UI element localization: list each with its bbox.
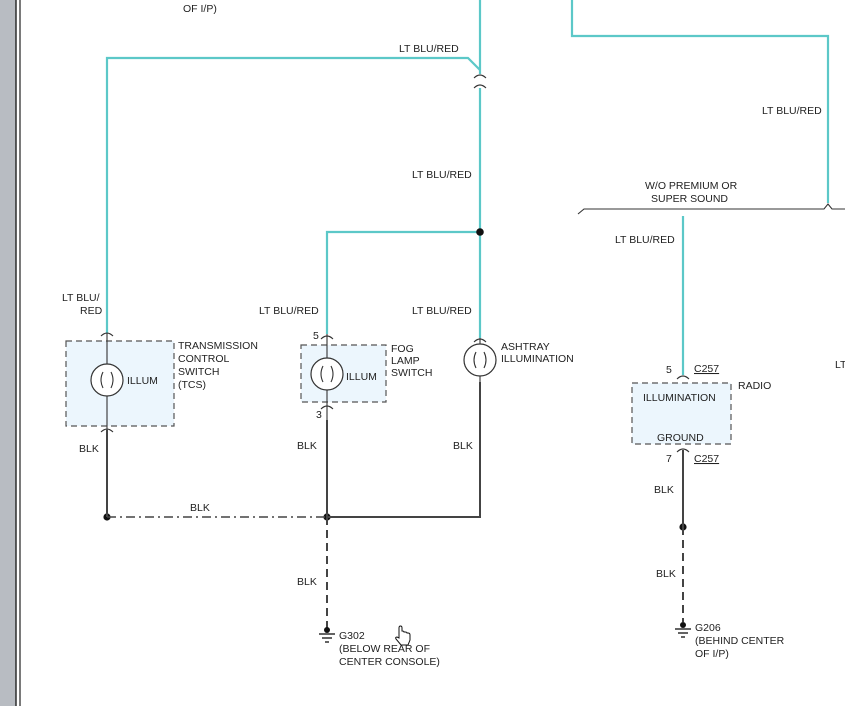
- radio-title: RADIO: [738, 380, 771, 392]
- radio-connector-top-id: C257: [694, 363, 719, 375]
- tcs-illum-label: ILLUM: [127, 375, 158, 387]
- ashtray-bulb-icon: [463, 343, 497, 377]
- wire-label-bus-blk: BLK: [190, 502, 210, 514]
- wire-label-tcs-line1: LT BLU/: [62, 292, 100, 304]
- fog-title-line1: FOG: [391, 343, 414, 355]
- tcs-bulb-icon: [90, 363, 124, 397]
- g302-ground-icon: [319, 627, 335, 643]
- radio-box: [631, 382, 732, 445]
- radio-ground-label: GROUND: [657, 432, 704, 444]
- g302-id: G302: [339, 630, 365, 642]
- radio-pin-bottom: 7: [666, 453, 672, 465]
- hand-cursor-icon: [395, 625, 411, 646]
- wire-label-ashtray-blk: BLK: [453, 440, 473, 452]
- fog-title-line3: SWITCH: [391, 367, 432, 379]
- g206-location-line2: OF I/P): [695, 648, 729, 660]
- option-line1: W/O PREMIUM OR: [645, 180, 738, 192]
- tcs-title-line3: SWITCH: [178, 366, 219, 378]
- fog-feed-wire: [325, 230, 480, 334]
- fog-bulb-icon: [310, 357, 344, 391]
- radio-illumination-label: ILLUMINATION: [643, 392, 716, 404]
- g206-ground-icon: [675, 622, 691, 638]
- wire-label-main: LT BLU/RED: [412, 169, 472, 181]
- fog-illum-label: ILLUM: [346, 371, 377, 383]
- radio-component: ILLUMINATION GROUND RADIO 5 C257 7 C257: [631, 363, 771, 465]
- fog-lamp-switch-component: ILLUM 5 3 FOG LAMP SWITCH: [300, 330, 432, 421]
- option-divider-line: [577, 203, 845, 215]
- radio-pin-top: 5: [666, 364, 672, 376]
- tcs-title-line2: CONTROL: [178, 353, 229, 365]
- fog-pin-bottom: 3: [316, 409, 322, 421]
- g206-id: G206: [695, 622, 721, 634]
- right-feed-wire: [570, 0, 830, 203]
- g302-location-line1: (BELOW REAR OF: [339, 643, 430, 655]
- wire-label-top: LT BLU/RED: [399, 43, 459, 55]
- wire-label-fog-blk: BLK: [297, 440, 317, 452]
- wire-label-tcs-line2: RED: [80, 305, 103, 317]
- wire-label-g302-blk: BLK: [297, 576, 317, 588]
- wire-label-ashtray: LT BLU/RED: [412, 305, 472, 317]
- option-line2: SUPER SOUND: [651, 193, 728, 205]
- tcs-component: ILLUM TRANSMISSION CONTROL SWITCH (TCS): [65, 332, 258, 433]
- wire-label-tcs-blk: BLK: [79, 443, 99, 455]
- tcs-title-line4: (TCS): [178, 379, 206, 391]
- wire-label-right: LT BLU/RED: [762, 105, 822, 117]
- ashtray-ground-wire: [327, 382, 481, 518]
- blk-wiring: [106, 382, 684, 628]
- ashtray-title-line2: ILLUMINATION: [501, 353, 574, 365]
- splice-node-upper: [476, 228, 484, 236]
- top-fragment-text: OF I/P): [183, 3, 217, 15]
- wire-label-radio-blk-lower: BLK: [656, 568, 676, 580]
- tcs-feed-wire: [105, 56, 481, 333]
- g206-location-line1: (BEHIND CENTER: [695, 635, 785, 647]
- lt-blu-red-wiring: [105, 0, 830, 375]
- ashtray-component: ASHTRAY ILLUMINATION: [463, 338, 574, 382]
- tcs-title-line1: TRANSMISSION: [178, 340, 258, 352]
- wire-label-radio-blk-upper: BLK: [654, 484, 674, 496]
- radio-connector-bottom: [676, 448, 690, 453]
- wire-label-fog: LT BLU/RED: [259, 305, 319, 317]
- left-window-edge: [0, 0, 16, 706]
- g302-location-line2: CENTER CONSOLE): [339, 656, 440, 668]
- inline-connector-symbol: [473, 74, 487, 89]
- radio-connector-top: [676, 375, 690, 380]
- fog-pin-top: 5: [313, 330, 319, 342]
- wire-label-radio: LT BLU/RED: [615, 234, 675, 246]
- edge-fragment-label: LT: [835, 359, 845, 371]
- ashtray-title-line1: ASHTRAY: [501, 341, 550, 353]
- fog-title-line2: LAMP: [391, 355, 420, 367]
- radio-connector-bottom-id: C257: [694, 453, 719, 465]
